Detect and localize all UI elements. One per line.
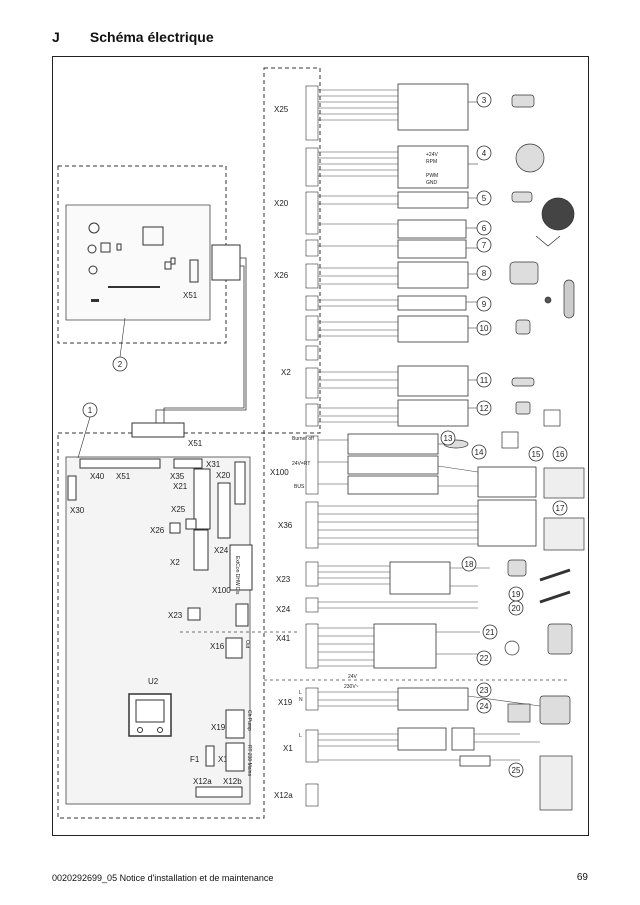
- svg-text:X25: X25: [171, 505, 186, 514]
- section-title: Schéma électrique: [89, 29, 214, 45]
- callout-21: 21: [486, 628, 495, 637]
- callout-25: 25: [512, 766, 521, 775]
- callout-14: 14: [475, 448, 484, 457]
- supply-24v: 24V: [348, 674, 358, 680]
- supply-230v: 230V~: [344, 684, 359, 690]
- svg-text:X35: X35: [170, 472, 185, 481]
- callout-15: 15: [532, 450, 541, 459]
- label-x36: X36: [278, 521, 293, 530]
- svg-text:X21: X21: [173, 482, 188, 491]
- label-x2: X2: [281, 368, 291, 377]
- callout-16: 16: [556, 450, 565, 459]
- callout-20: 20: [512, 604, 521, 613]
- svg-text:X16: X16: [210, 642, 225, 651]
- label-x41: X41: [276, 634, 291, 643]
- svg-text:X24: X24: [214, 546, 229, 555]
- svg-text:RT 230 Mains: RT 230 Mains: [246, 745, 252, 776]
- svg-text:X51: X51: [116, 472, 131, 481]
- svg-text:X20: X20: [216, 471, 231, 480]
- svg-text:X2: X2: [170, 558, 180, 567]
- svg-text:Ch Pump: Ch Pump: [246, 710, 252, 731]
- callout-5: 5: [482, 194, 487, 203]
- svg-text:U2: U2: [148, 677, 159, 686]
- callout-9: 9: [482, 300, 487, 309]
- svg-text:Out: Out: [244, 640, 250, 649]
- svg-text:X1: X1: [218, 755, 228, 764]
- svg-text:X12b: X12b: [223, 777, 242, 786]
- label-x19: X19: [278, 698, 293, 707]
- label-x24: X24: [276, 605, 291, 614]
- label-x51-top: X51: [183, 291, 198, 300]
- section-header: J Schéma électrique: [52, 29, 214, 45]
- callout-24: 24: [480, 702, 489, 711]
- callout-12: 12: [480, 404, 489, 413]
- x19-pin-n: N: [299, 697, 303, 703]
- label-x100: X100: [270, 468, 289, 477]
- svg-text:X23: X23: [168, 611, 183, 620]
- callout-17: 17: [556, 504, 565, 513]
- callout-8: 8: [482, 269, 487, 278]
- svg-text:X12a: X12a: [193, 777, 212, 786]
- label-x23: X23: [276, 575, 291, 584]
- svg-text:X31: X31: [206, 460, 221, 469]
- callout-23: 23: [480, 686, 489, 695]
- svg-text:X40: X40: [90, 472, 105, 481]
- svg-text:X100: X100: [212, 586, 231, 595]
- x19-pin-l: L: [299, 690, 302, 696]
- x100-24v-rt: 24V=RT: [292, 461, 310, 467]
- page-number: 69: [576, 872, 588, 883]
- label-x26: X26: [274, 271, 289, 280]
- callout-4: 4: [482, 149, 487, 158]
- section-letter: J: [52, 29, 60, 45]
- callout-10: 10: [480, 324, 489, 333]
- callout-11: 11: [480, 376, 489, 385]
- fan-pin-rpm: RPM: [426, 159, 437, 165]
- callout-13: 13: [444, 434, 453, 443]
- diagram-frame: [52, 56, 589, 836]
- svg-text:X51: X51: [188, 439, 203, 448]
- svg-text:F1: F1: [190, 755, 200, 764]
- fan-pin-gnd: GND: [426, 180, 438, 186]
- x100-bus: BUS: [294, 484, 305, 490]
- x1-pin-l: L: [299, 733, 302, 739]
- svg-text:X30: X30: [70, 506, 85, 515]
- label-x1: X1: [283, 744, 293, 753]
- svg-text:ExtCon DHW Dis: ExtCon DHW Dis: [234, 556, 240, 595]
- callout-2: 2: [118, 360, 123, 369]
- callout-7: 7: [482, 241, 487, 250]
- fan-pin-24v: +24V: [426, 152, 438, 158]
- callout-6: 6: [482, 224, 487, 233]
- x100-burner-off: Burner off: [292, 436, 314, 442]
- fan-pin-pwm: PWM: [426, 173, 438, 179]
- label-x25: X25: [274, 105, 289, 114]
- callout-19: 19: [512, 590, 521, 599]
- svg-text:X19: X19: [211, 723, 226, 732]
- label-x20: X20: [274, 199, 289, 208]
- callout-18: 18: [465, 560, 474, 569]
- callout-3: 3: [482, 96, 487, 105]
- callout-1: 1: [88, 406, 93, 415]
- svg-text:X26: X26: [150, 526, 165, 535]
- label-x12a: X12a: [274, 791, 293, 800]
- callout-22: 22: [480, 654, 489, 663]
- footer-doc: 0020292699_05 Notice d'installation et d…: [52, 873, 274, 883]
